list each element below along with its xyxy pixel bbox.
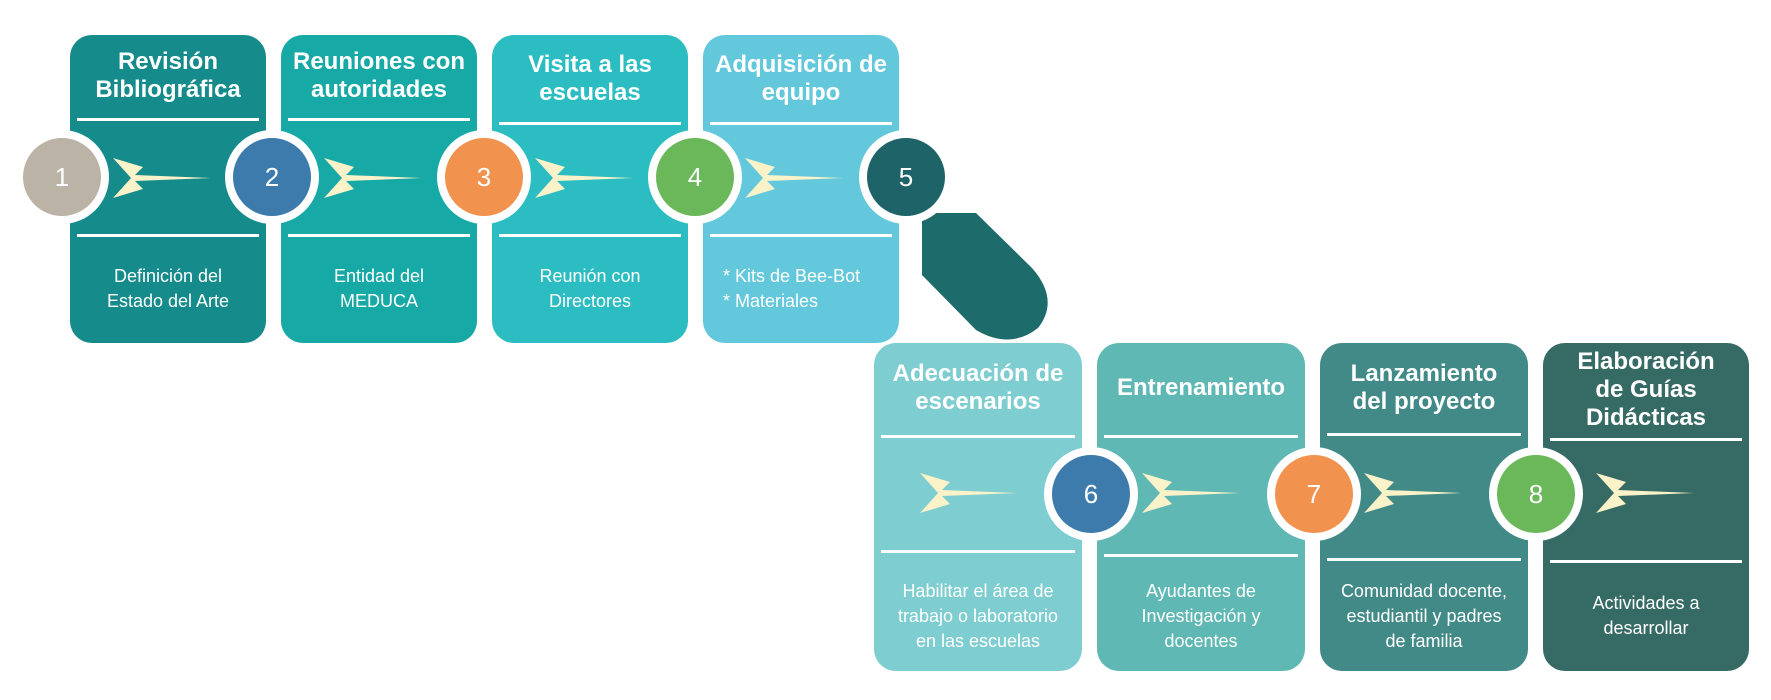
step-title: Revisión Bibliográfica [95, 48, 241, 103]
step-description: Actividades a desarrollar [1592, 593, 1700, 638]
step-number-3: 3 [445, 138, 523, 216]
step-description: Comunidad docente, estudiantil y padres … [1340, 580, 1508, 651]
divider [77, 234, 259, 237]
divider [1550, 560, 1742, 563]
divider [1327, 433, 1521, 436]
step-description: Ayudantes de Investigación y docentes [1141, 580, 1261, 651]
divider [288, 234, 470, 237]
step-number-6: 6 [1052, 455, 1130, 533]
divider [499, 122, 681, 125]
step-title: Elaboración de Guías Didácticas [1577, 348, 1715, 431]
divider [881, 550, 1075, 553]
step-number-8: 8 [1497, 455, 1575, 533]
step-title: Adecuación de escenarios [892, 360, 1064, 415]
chevron-arrow-icon [324, 158, 422, 198]
step-number-5: 5 [867, 138, 945, 216]
divider [1327, 558, 1521, 561]
chevron-arrow-icon [920, 473, 1018, 513]
divider [710, 234, 892, 237]
step-title: Lanzamiento del proyecto [1350, 360, 1498, 415]
chevron-arrow-icon [1596, 473, 1694, 513]
step-title: Reuniones con autoridades [292, 48, 466, 103]
chevron-arrow-icon [535, 158, 633, 198]
divider [77, 118, 259, 121]
divider [1104, 554, 1298, 557]
divider [1104, 435, 1298, 438]
chevron-arrow-icon [745, 158, 843, 198]
step-description: Definición del Estado del Arte [106, 266, 230, 311]
step-number-1: 1 [23, 138, 101, 216]
chevron-arrow-icon [1364, 473, 1462, 513]
step-number-4: 4 [656, 138, 734, 216]
step-number-7: 7 [1275, 455, 1353, 533]
divider [881, 435, 1075, 438]
divider [710, 122, 892, 125]
divider [499, 234, 681, 237]
chevron-arrow-icon [113, 158, 211, 198]
chevron-arrow-icon [1142, 473, 1240, 513]
step-title: Visita a las escuelas [528, 51, 652, 106]
divider [288, 118, 470, 121]
step-description: * Kits de Bee-Bot * Materiales [723, 266, 861, 311]
step-description: Reunión con Directores [539, 266, 641, 311]
divider [1550, 438, 1742, 441]
step-description: Entidad del MEDUCA [333, 266, 425, 311]
step-title: Entrenamiento [1116, 374, 1286, 401]
step-title: Adquisición de equipo [714, 51, 887, 106]
step-number-2: 2 [233, 138, 311, 216]
step-description: Habilitar el área de trabajo o laborator… [897, 580, 1059, 651]
